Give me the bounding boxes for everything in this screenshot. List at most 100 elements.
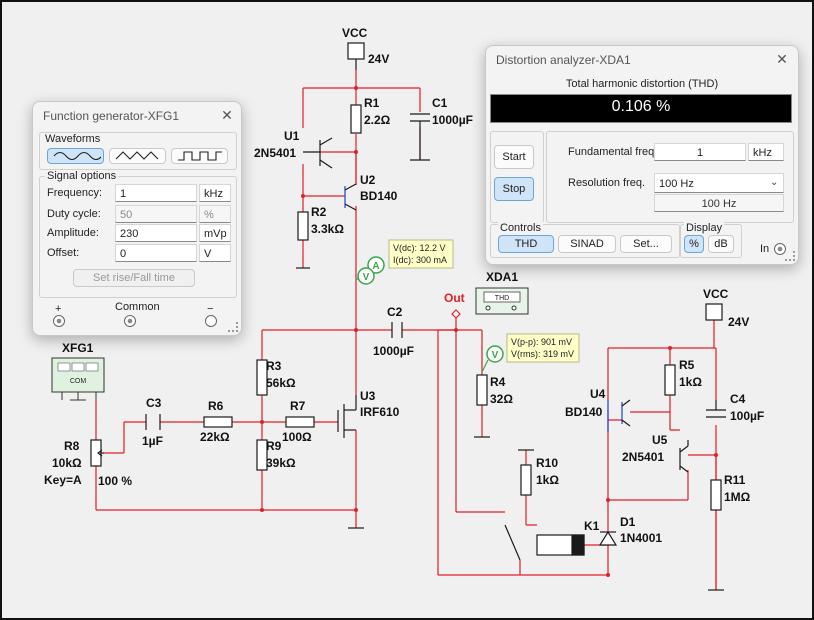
resolution-freq-select[interactable]: 100 Hz bbox=[654, 173, 784, 193]
set-rise-fall-time-button[interactable]: Set rise/Fall time bbox=[73, 269, 195, 287]
label-r7: R7 bbox=[290, 399, 306, 413]
function-generator-window[interactable]: Function generator-XFG1 ✕ Waveforms Sign… bbox=[32, 101, 242, 336]
minus-terminal-icon[interactable] bbox=[205, 315, 217, 327]
label-u2-value: BD140 bbox=[360, 189, 398, 203]
label-r8-key: Key=A bbox=[44, 473, 82, 487]
label-r11-value: 1MΩ bbox=[724, 490, 751, 504]
resize-grip-icon[interactable] bbox=[228, 322, 238, 332]
xda1-instrument[interactable]: THD bbox=[475, 287, 529, 315]
label-r1-value: 2.2Ω bbox=[364, 113, 391, 127]
offset-field[interactable]: 0 bbox=[115, 244, 197, 262]
resolution-freq-label: Resolution freq. bbox=[568, 177, 646, 189]
r3-body bbox=[256, 359, 268, 396]
fundamental-freq-field[interactable]: 1 bbox=[654, 143, 746, 161]
label-r3: R3 bbox=[266, 359, 282, 373]
label-u4: U4 bbox=[590, 387, 606, 401]
r4-body bbox=[476, 374, 488, 406]
label-r6-value: 22kΩ bbox=[200, 430, 230, 444]
label-d1: D1 bbox=[620, 515, 636, 529]
resize-grip-icon[interactable] bbox=[785, 251, 795, 261]
common-terminal-icon[interactable] bbox=[124, 315, 136, 327]
label-vcc1: VCC bbox=[342, 26, 368, 40]
probe-v-readout bbox=[506, 333, 580, 363]
label-c3-value: 1µF bbox=[142, 434, 163, 448]
label-r10-value: 1kΩ bbox=[536, 473, 559, 487]
minus-terminal-label: − bbox=[207, 303, 214, 315]
label-xda1: XDA1 bbox=[486, 270, 518, 284]
signal-options-group bbox=[39, 176, 237, 298]
label-u2: U2 bbox=[360, 173, 376, 187]
fundamental-freq-unit[interactable]: kHz bbox=[748, 143, 784, 161]
percent-button[interactable]: % bbox=[684, 235, 704, 253]
db-button[interactable]: dB bbox=[708, 235, 734, 253]
label-c4-value: 100µF bbox=[730, 409, 764, 423]
vcc1-box bbox=[347, 42, 365, 60]
label-r7-value: 100Ω bbox=[282, 430, 312, 444]
triangle-wave-icon[interactable] bbox=[109, 148, 166, 164]
component-labels: VCC 24V R1 2.2Ω C1 1000µF U1 2N5401 U2 B… bbox=[44, 26, 764, 545]
distortion-analyzer-window[interactable]: Distortion analyzer-XDA1 ✕ Total harmoni… bbox=[485, 45, 799, 265]
label-u1: U1 bbox=[284, 129, 300, 143]
sine-wave-icon[interactable] bbox=[47, 148, 104, 164]
stop-button[interactable]: Stop bbox=[494, 177, 534, 201]
voltmeter-probe-icon bbox=[357, 267, 375, 285]
chevron-down-icon[interactable]: ⌄ bbox=[770, 177, 779, 188]
fundamental-freq-label: Fundamental freq. bbox=[568, 146, 658, 158]
label-r11: R11 bbox=[724, 473, 746, 487]
in-terminal-icon[interactable] bbox=[774, 243, 786, 255]
probe-a-line1: V(dc): 12.2 V bbox=[393, 243, 446, 253]
amplitude-field[interactable]: 230 bbox=[115, 224, 197, 242]
offset-label: Offset: bbox=[47, 247, 80, 259]
close-icon[interactable]: ✕ bbox=[221, 107, 233, 123]
set-button[interactable]: Set... bbox=[620, 235, 672, 253]
thd-button[interactable]: THD bbox=[498, 235, 554, 253]
label-r4: R4 bbox=[490, 375, 506, 389]
plus-terminal-icon[interactable] bbox=[53, 315, 65, 327]
label-d1-value: 1N4001 bbox=[620, 531, 662, 545]
svg-text:COM: COM bbox=[70, 378, 87, 385]
close-icon[interactable]: ✕ bbox=[776, 51, 788, 67]
amplitude-label: Amplitude: bbox=[47, 227, 99, 239]
label-out: Out bbox=[444, 291, 465, 305]
xfg1-instrument[interactable]: COM bbox=[51, 357, 105, 401]
label-c1: C1 bbox=[432, 96, 448, 110]
probe-v: V V(p-p): 901 mV V(rms): 319 mV bbox=[481, 333, 580, 373]
svg-text:V: V bbox=[492, 350, 499, 361]
label-u3-value: IRF610 bbox=[360, 405, 400, 419]
frequency-field[interactable]: 1 bbox=[115, 184, 197, 202]
label-r9-value: 39kΩ bbox=[266, 456, 296, 470]
label-r2-value: 3.3kΩ bbox=[311, 222, 344, 236]
frequency-unit[interactable]: kHz bbox=[199, 184, 231, 202]
label-r2: R2 bbox=[311, 205, 327, 219]
in-terminal-label: In bbox=[760, 243, 770, 255]
label-r8-percent: 100 % bbox=[98, 474, 132, 488]
label-r1: R1 bbox=[364, 96, 380, 110]
r11-body bbox=[710, 479, 722, 511]
vcc2-box bbox=[705, 303, 723, 321]
start-button[interactable]: Start bbox=[494, 145, 534, 169]
r8-body bbox=[90, 439, 102, 467]
thd-display bbox=[490, 94, 792, 123]
r7-body bbox=[285, 416, 315, 428]
window-title: Distortion analyzer-XDA1 bbox=[496, 53, 631, 67]
label-c2: C2 bbox=[387, 305, 403, 319]
label-r10: R10 bbox=[536, 456, 558, 470]
display-label: Display bbox=[684, 222, 725, 234]
sinad-button[interactable]: SINAD bbox=[558, 235, 616, 253]
components bbox=[90, 42, 726, 591]
square-wave-icon[interactable] bbox=[171, 148, 228, 164]
offset-unit[interactable]: V bbox=[199, 244, 231, 262]
thd-display-caption: Total harmonic distortion (THD) bbox=[565, 78, 719, 90]
probe-v-line1: V(p-p): 901 mV bbox=[511, 337, 572, 347]
r1-body bbox=[350, 104, 362, 134]
duty-cycle-unit: % bbox=[199, 205, 231, 223]
label-r8: R8 bbox=[64, 439, 80, 453]
duty-cycle-field: 50 bbox=[115, 205, 197, 223]
label-vcc2: VCC bbox=[703, 287, 729, 301]
svg-text:A: A bbox=[372, 261, 379, 272]
label-u1-value: 2N5401 bbox=[254, 146, 296, 160]
label-r4-value: 32Ω bbox=[490, 392, 513, 406]
label-r5: R5 bbox=[679, 358, 695, 372]
probe-a-readout bbox=[388, 239, 454, 269]
amplitude-unit[interactable]: mVp bbox=[199, 224, 231, 242]
